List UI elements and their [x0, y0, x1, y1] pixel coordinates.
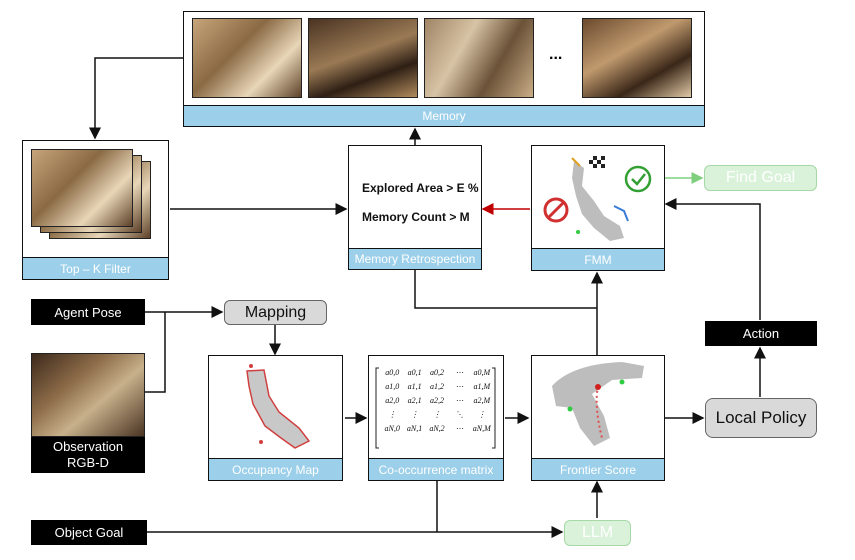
topk-image-front	[31, 149, 133, 227]
arrow-memory-topk	[89, 57, 183, 140]
cooc-caption: Co-occurrence matrix	[368, 459, 504, 481]
cooc-cell: ⋯	[455, 424, 464, 433]
topk-caption: Top – K Filter	[22, 258, 169, 280]
cooc-cell: ⋯	[455, 382, 464, 391]
local-policy-node: Local Policy	[705, 398, 817, 438]
cooc-cell: ⋯	[455, 396, 464, 405]
occupancy-panel	[208, 355, 343, 459]
check-icon	[624, 165, 652, 193]
observation-label: Observation RGB-D	[31, 437, 145, 473]
cooc-cell: ⋮	[410, 410, 419, 419]
fmm-map	[543, 156, 652, 241]
observation-line1: Observation	[52, 439, 124, 454]
memory-image-1	[192, 18, 302, 98]
retro-line2: Memory Count > M	[362, 210, 470, 224]
cooc-cell: a1,M	[473, 382, 491, 391]
memory-image-2	[308, 18, 418, 98]
cooc-cell: aN,M	[472, 424, 491, 433]
cooc-cell: ⋮	[477, 410, 486, 419]
llm-node: LLM	[564, 520, 631, 546]
cooc-cell: aN,0	[384, 424, 400, 433]
arrow-obs-mapping	[145, 312, 166, 393]
memory-caption: Memory	[183, 106, 705, 127]
occupancy-map	[246, 364, 311, 449]
retrospection-panel: Explored Area > E % Memory Count > M	[348, 145, 482, 249]
cooc-cell: a0,1	[407, 368, 422, 377]
cooc-cell: a0,M	[473, 368, 491, 377]
mapping-node: Mapping	[224, 300, 327, 325]
action-node: Action	[705, 321, 817, 346]
cooc-cell: aN,1	[406, 424, 423, 433]
cooc-cell: ⋮	[388, 410, 397, 419]
frontier-map	[552, 362, 644, 446]
cooc-cell: a0,2	[429, 368, 444, 377]
object-goal-node: Object Goal	[31, 520, 147, 545]
retro-line1: Explored Area > E %	[362, 181, 479, 195]
cooc-cell: a1,1	[407, 382, 422, 391]
cooc-cell: a0,0	[385, 368, 400, 377]
cooc-cell: a2,1	[407, 396, 422, 405]
fmm-panel	[531, 145, 665, 249]
cooc-cell: a2,0	[385, 396, 400, 405]
topk-panel	[22, 140, 169, 258]
retrospection-caption: Memory Retrospection	[348, 249, 482, 270]
cooc-cell: ⋮	[432, 410, 441, 419]
stop-icon	[543, 197, 569, 223]
cooc-matrix	[375, 367, 496, 449]
frontier-caption: Frontier Score	[531, 459, 665, 481]
find-goal-node: Find Goal	[704, 165, 817, 191]
memory-panel: ...	[183, 11, 705, 106]
cooc-cell: a1,2	[429, 382, 444, 391]
cooc-cell: ⋯	[455, 368, 464, 377]
cooc-cell: a2,2	[429, 396, 444, 405]
cooc-cell: a2,M	[473, 396, 491, 405]
observation-line2: RGB-D	[67, 455, 109, 470]
cooc-cell: aN,2	[429, 424, 445, 433]
memory-ellipsis: ...	[549, 46, 563, 63]
memory-image-3	[424, 18, 534, 98]
arrow-action-fmm	[664, 198, 761, 320]
arrow-retro-fmm	[414, 270, 597, 309]
cooc-panel: a0,0 a0,1 a0,2 ⋯ a0,M a1,0 a1,1 a1,2 ⋯ a…	[368, 355, 504, 459]
memory-image-4	[582, 18, 692, 98]
cooc-cell: ⋱	[455, 410, 464, 419]
agent-pose-node: Agent Pose	[31, 299, 145, 325]
cooc-grid: a0,0 a0,1 a0,2 ⋯ a0,M a1,0 a1,1 a1,2 ⋯ a…	[381, 368, 493, 433]
observation-image	[31, 353, 145, 437]
fmm-caption: FMM	[531, 249, 665, 271]
frontier-panel	[531, 355, 665, 459]
cooc-cell: a1,0	[385, 382, 400, 391]
occupancy-caption: Occupancy Map	[208, 459, 343, 481]
